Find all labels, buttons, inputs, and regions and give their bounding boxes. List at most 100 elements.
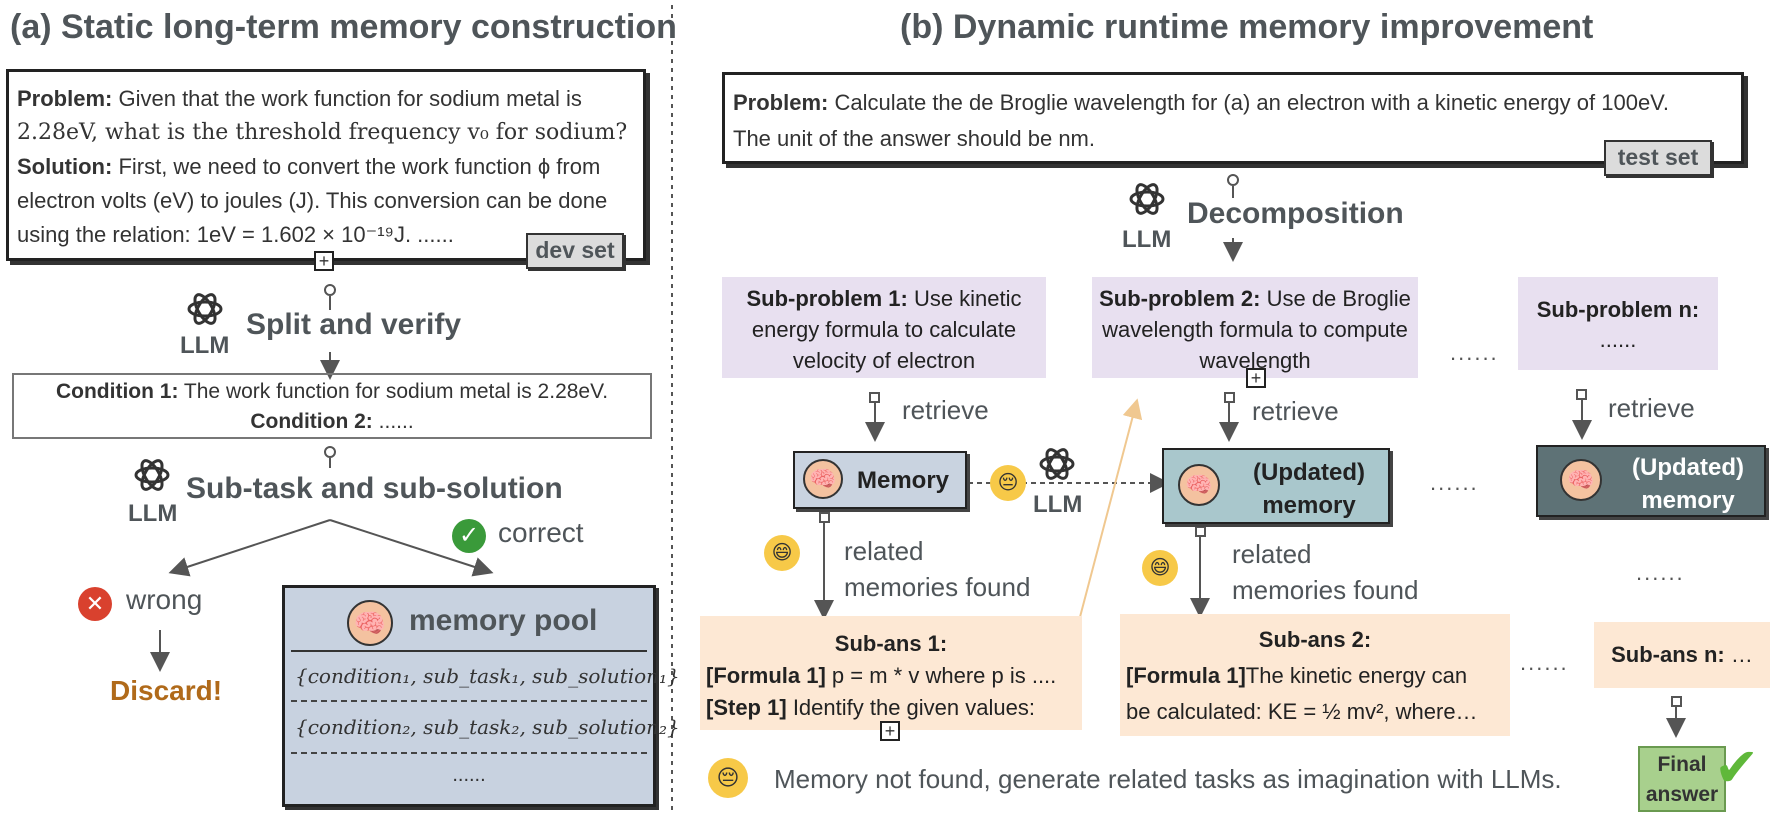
legend-text: Memory not found, generate related tasks… bbox=[774, 764, 1562, 794]
related-line-4: memories found bbox=[1232, 575, 1419, 605]
right-problem-text-1: Calculate the de Broglie wavelength for … bbox=[834, 90, 1669, 115]
llm-label-3: LLM bbox=[1122, 226, 1172, 253]
llm-label-4: LLM bbox=[1033, 491, 1083, 518]
wrong-label: wrong bbox=[126, 584, 203, 615]
sub2-label: Sub-problem 2: bbox=[1099, 286, 1261, 311]
related-line-1: related bbox=[844, 536, 924, 566]
subn-text: ...... bbox=[1599, 327, 1637, 352]
emoji-happy-icon: 😄 bbox=[1142, 550, 1178, 586]
final-answer-box: Final answer bbox=[1638, 746, 1726, 812]
split-verify-label: Split and verify bbox=[246, 308, 462, 341]
sub1-label: Sub-problem 1: bbox=[746, 286, 908, 311]
related-label-2: related memories found bbox=[1232, 536, 1418, 608]
retrieve-label-2: retrieve bbox=[1252, 396, 1339, 426]
cond1-text: The work function for sodium metal is 2.… bbox=[183, 380, 609, 403]
brain-icon: 🧠 bbox=[803, 459, 843, 499]
checkmark-icon: ✔ bbox=[1714, 738, 1760, 798]
ansn-text: … bbox=[1730, 642, 1753, 667]
ansn-label: Sub-ans n: bbox=[1611, 642, 1725, 667]
retrieve-label-3: retrieve bbox=[1608, 393, 1695, 423]
correct-label: correct bbox=[498, 517, 584, 548]
sub2-text: Use de Broglie wavelength formula to com… bbox=[1102, 286, 1411, 373]
openai-logo-icon bbox=[184, 288, 226, 330]
discard-label: Discard! bbox=[110, 675, 223, 706]
ans2-formula-label: [Formula 1] bbox=[1126, 663, 1246, 688]
sub-ans-2-box: Sub-ans 2: [Formula 1]The kinetic energy… bbox=[1120, 614, 1510, 736]
retrieve-label-1: retrieve bbox=[902, 395, 989, 425]
openai-logo-icon bbox=[1036, 443, 1078, 485]
right-panel-title: (b) Dynamic runtime memory improvement bbox=[900, 8, 1594, 46]
ans1-label: Sub-ans 1: bbox=[834, 631, 948, 656]
cond2-text: ...... bbox=[378, 410, 414, 433]
brain-icon: 🧠 bbox=[1560, 459, 1602, 501]
problem-label: Problem: bbox=[17, 86, 113, 111]
solution-text-1: First, we need to convert the work funct… bbox=[118, 154, 601, 179]
emoji-sad-icon: 😔 bbox=[990, 465, 1026, 501]
cond1-label: Condition 1: bbox=[55, 380, 179, 403]
emoji-happy-icon: 😄 bbox=[764, 535, 800, 571]
sub-problem-1-box: Sub-problem 1: Use kinetic energy formul… bbox=[722, 277, 1046, 378]
ans1-formula-text: p = m * v where p is .... bbox=[831, 663, 1057, 688]
brain-icon: 🧠 bbox=[347, 600, 393, 646]
memory-label: Memory bbox=[857, 467, 950, 494]
openai-logo-icon bbox=[1126, 178, 1168, 220]
related-line-2: memories found bbox=[844, 572, 1031, 602]
subn-label: Sub-problem n: bbox=[1536, 297, 1700, 322]
x-circle-icon: ✕ bbox=[78, 587, 112, 621]
llm-label-1: LLM bbox=[180, 332, 230, 359]
cond2-label: Condition 2: bbox=[250, 410, 373, 433]
plus-box-icon[interactable]: + bbox=[1246, 368, 1266, 388]
final-line-2: answer bbox=[1645, 783, 1719, 806]
memory-pool-box: 🧠 memory pool {condition₁, sub_task₁, su… bbox=[282, 585, 680, 807]
problem-text-2: 2.28eV, what is the threshold frequency … bbox=[17, 120, 628, 145]
updated-n-label-1: (Updated) bbox=[1632, 454, 1744, 481]
memory-pool-title: memory pool bbox=[409, 604, 598, 637]
pool-row-3: ...... bbox=[452, 764, 486, 786]
openai-logo-icon bbox=[131, 454, 173, 496]
pool-row-1: {condition₁, sub_task₁, sub_solution₁} bbox=[295, 664, 680, 688]
right-problem-text-2: The unit of the answer should be nm. bbox=[733, 126, 1095, 151]
updated-memory-box: 🧠 (Updated) memory bbox=[1162, 448, 1390, 524]
related-label-1: related memories found bbox=[844, 533, 1030, 605]
emoji-sad-icon: 😔 bbox=[708, 758, 748, 798]
memory-dots: ...... bbox=[1430, 470, 1479, 495]
test-set-tag: test set bbox=[1604, 140, 1712, 176]
updated-label-1: (Updated) bbox=[1253, 459, 1365, 486]
ans2-text-2: be calculated: KE = ½ mv², where… bbox=[1126, 699, 1478, 724]
sub1-text: Use kinetic energy formula to calculate … bbox=[751, 286, 1022, 373]
solution-text-2: electron volts (eV) to joules (J). This … bbox=[17, 188, 608, 213]
right-problem-label: Problem: bbox=[733, 90, 829, 115]
sub-ans-dots: ...... bbox=[1520, 650, 1569, 675]
conditions-box: Condition 1: The work function for sodiu… bbox=[12, 373, 652, 439]
updated-n-label-2: memory bbox=[1641, 487, 1735, 514]
plus-box-icon[interactable]: + bbox=[314, 251, 334, 271]
subtask-label: Sub-task and sub-solution bbox=[186, 472, 563, 505]
solution-label: Solution: bbox=[17, 154, 113, 179]
ans2-label: Sub-ans 2: bbox=[1258, 627, 1372, 652]
ans2-formula-text: The kinetic energy can bbox=[1245, 663, 1468, 688]
memory-box: 🧠 Memory bbox=[793, 451, 967, 509]
right-column-dots: ...... bbox=[1636, 560, 1685, 585]
related-line-3: related bbox=[1232, 539, 1312, 569]
sub-ans-n-box: Sub-ans n: … bbox=[1594, 622, 1770, 688]
right-problem-box: Problem: Calculate the de Broglie wavele… bbox=[722, 72, 1744, 164]
pool-row-2: {condition₂, sub_task₂, sub_solution₂} bbox=[295, 715, 680, 739]
brain-icon: 🧠 bbox=[1178, 464, 1220, 506]
final-line-1: Final bbox=[1657, 753, 1707, 776]
sub-ans-1-box: Sub-ans 1: [Formula 1] p = m * v where p… bbox=[700, 616, 1082, 730]
plus-box-icon[interactable]: + bbox=[880, 721, 900, 741]
left-problem-box: Problem: Given that the work function fo… bbox=[6, 69, 646, 261]
ans1-step-label: [Step 1] bbox=[706, 695, 787, 720]
problem-text-1: Given that the work function for sodium … bbox=[118, 86, 582, 111]
sub-problem-n-box: Sub-problem n:...... bbox=[1518, 277, 1718, 370]
updated-label-2: memory bbox=[1262, 492, 1356, 519]
sub-problem-2-box: Sub-problem 2: Use de Broglie wavelength… bbox=[1092, 277, 1418, 378]
decomposition-label: Decomposition bbox=[1187, 197, 1404, 230]
llm-label-2: LLM bbox=[128, 500, 178, 527]
left-panel-title: (a) Static long-term memory construction bbox=[10, 8, 677, 46]
solution-text-3: using the relation: 1eV = 1.602 × 10⁻¹⁹J… bbox=[17, 222, 454, 247]
ans1-formula-label: [Formula 1] bbox=[706, 663, 826, 688]
sub-problem-dots: ...... bbox=[1450, 340, 1499, 365]
updated-memory-n-box: 🧠 (Updated) memory bbox=[1536, 445, 1766, 517]
check-circle-icon: ✓ bbox=[452, 519, 486, 553]
